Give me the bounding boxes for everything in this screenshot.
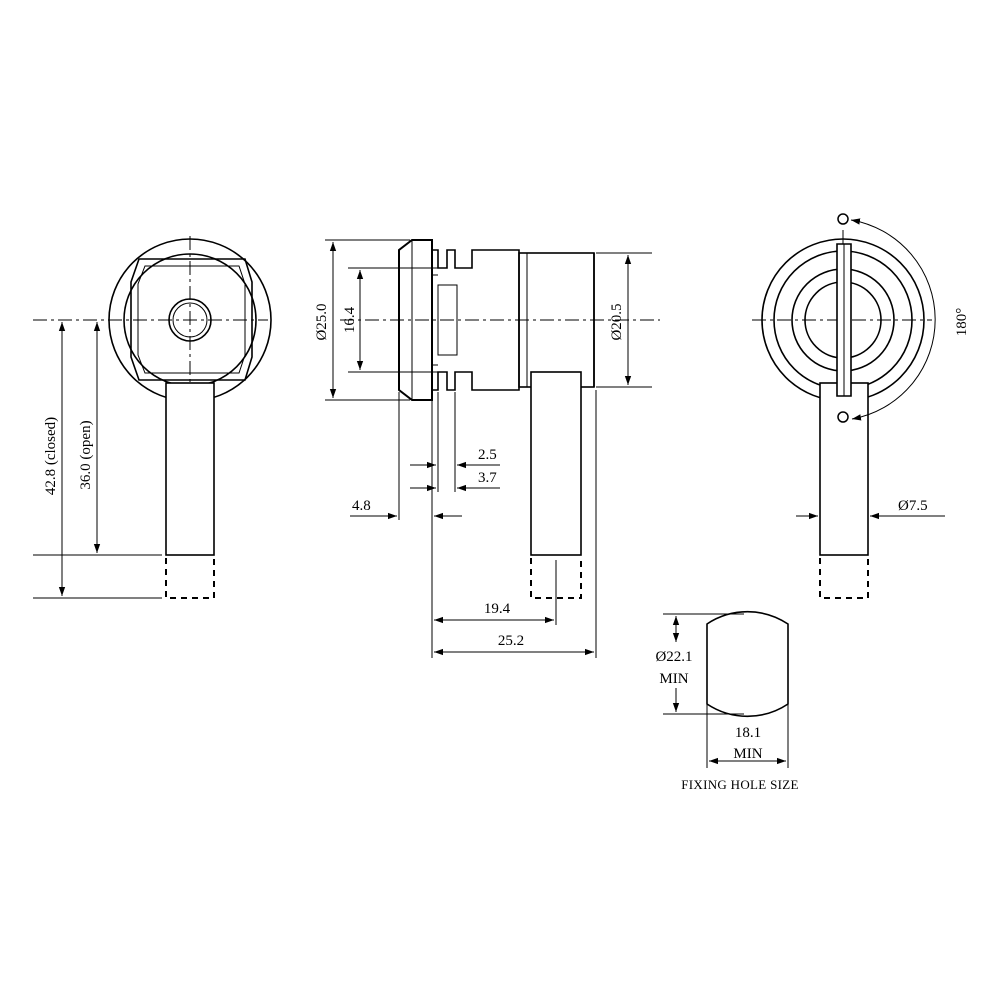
dim-cam-width-label: Ø7.5: [898, 498, 928, 514]
fixing-hole-view: Ø22.1 MIN 18.1 MIN FIXING HOLE SIZE: [655, 611, 798, 792]
cylinder: [518, 252, 595, 388]
dim-hole-diameter-min: MIN: [659, 671, 688, 687]
fixing-hole-outline: [706, 611, 789, 717]
cam-extension-front: [165, 558, 215, 599]
dim-t48-label: 4.8: [352, 498, 371, 514]
fixing-hole-caption: FIXING HOLE SIZE: [681, 777, 798, 792]
front-view: 42.8 (closed) 36.0 (open): [33, 236, 272, 599]
rotation-arc: [850, 218, 936, 421]
cam-extension-side: [530, 558, 582, 599]
cam-bar-side: [530, 371, 582, 556]
dim-d20-label: Ø20.5: [609, 303, 625, 340]
dim-t37-label: 3.7: [478, 470, 497, 486]
dim-l252-label: 25.2: [498, 633, 524, 649]
dim-hole-width-min: MIN: [733, 746, 762, 762]
dim-d16-label: 16.4: [342, 306, 358, 333]
dim-l194-label: 19.4: [484, 601, 511, 617]
rear-view: 180° Ø7.5: [752, 213, 970, 599]
dim-hole-diameter-label: Ø22.1: [655, 649, 692, 665]
cam-extension-rear: [819, 558, 869, 599]
dim-open-label: 36.0 (open): [78, 420, 94, 489]
dim-closed-label: 42.8 (closed): [43, 417, 59, 495]
cam-bar-front: [165, 382, 215, 556]
dim-rotation-label: 180°: [954, 308, 970, 337]
side-view: Ø25.0 16.4 Ø20.5 2.5 3.7 4.8 19.4: [314, 239, 660, 658]
dim-t25-label: 2.5: [478, 447, 497, 463]
cam-bar-rear: [819, 382, 869, 556]
dim-d25-label: Ø25.0: [314, 303, 330, 340]
dim-hole-width-label: 18.1: [735, 725, 761, 741]
rotation-end-marker: [837, 411, 849, 423]
rotation-start-marker: [837, 213, 849, 225]
